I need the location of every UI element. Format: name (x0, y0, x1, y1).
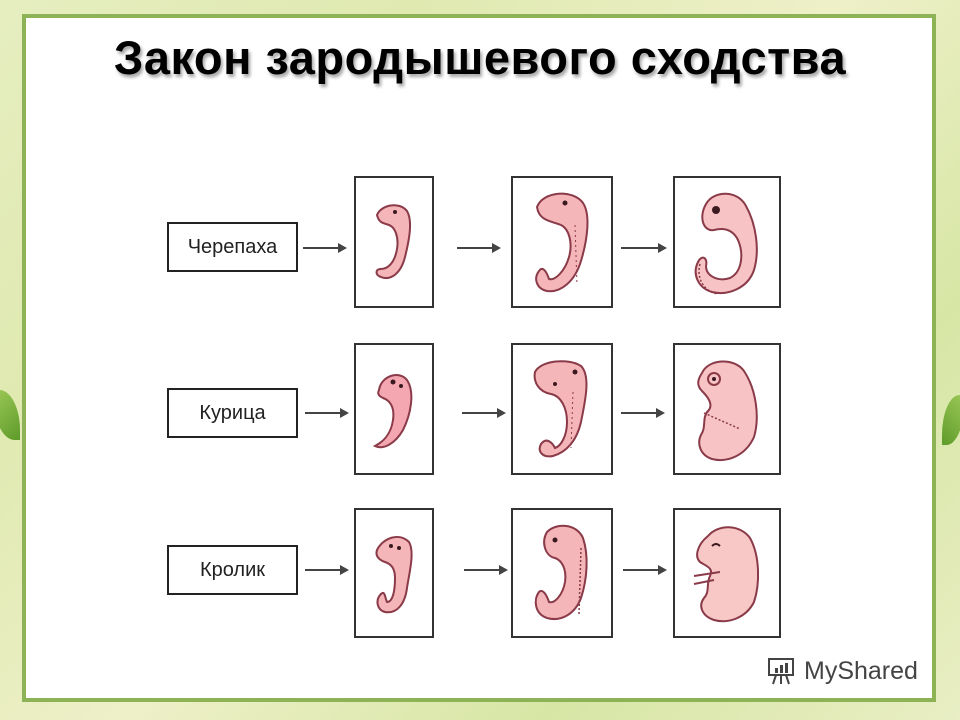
turtle-embryo-stage-3 (673, 176, 781, 308)
arrow-icon (621, 243, 667, 253)
arrow-icon (457, 243, 501, 253)
turtle-embryo-stage-1 (354, 176, 434, 308)
arrow-icon (305, 565, 349, 575)
arrow-icon (464, 565, 508, 575)
watermark-text: MyShared (804, 656, 918, 685)
embryo-icon (375, 535, 413, 614)
embryo-icon (533, 360, 588, 458)
arrow-icon (621, 408, 665, 418)
chicken-embryo-stage-2 (511, 343, 613, 475)
chicken-embryo-stage-1 (354, 343, 434, 475)
embryo-icon (535, 192, 589, 293)
background-leaf-left (0, 390, 20, 440)
label-chicken: Курица (167, 388, 298, 438)
rabbit-embryo-stage-1 (354, 508, 434, 638)
embryo-icon (694, 192, 758, 295)
embryo-icon (534, 524, 588, 620)
label-turtle: Черепаха (167, 222, 298, 272)
label-rabbit: Кролик (167, 545, 298, 595)
turtle-embryo-stage-2 (511, 176, 613, 308)
arrow-icon (462, 408, 506, 418)
rabbit-embryo-stage-3 (673, 508, 781, 638)
arrow-icon (623, 565, 667, 575)
rabbit-embryo-stage-2 (511, 508, 613, 638)
presentation-board-icon (768, 658, 794, 685)
embryo-icon (697, 360, 758, 461)
embryo-icon (372, 374, 413, 449)
background-leaf-right (942, 395, 960, 445)
arrow-icon (305, 408, 349, 418)
slide-frame (22, 14, 936, 702)
slide-title: Закон зародышевого сходства (113, 31, 847, 84)
myshared-watermark: MyShared (766, 656, 918, 686)
embryo-icon (375, 204, 412, 279)
arrow-icon (303, 243, 347, 253)
embryo-icon (693, 526, 760, 623)
chicken-embryo-stage-3 (673, 343, 781, 475)
